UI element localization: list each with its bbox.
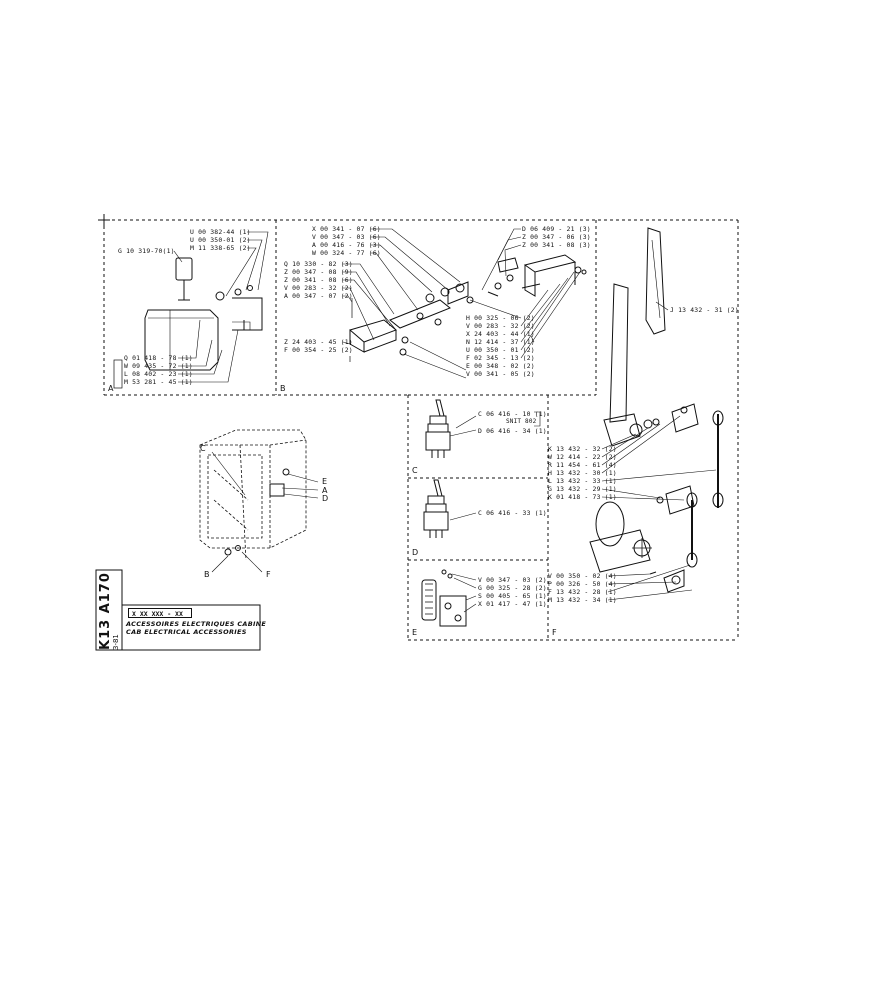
section-b-label: B [280, 384, 286, 393]
section-f-drawing [589, 227, 724, 601]
drawing-code: K13 A170 [98, 572, 113, 650]
part-number: K 13 432 - 32 (2) [548, 445, 617, 453]
section-e-parts: V 00 347 - 03 (2) G 00 325 - 28 (2) S 00… [478, 576, 547, 608]
part-number: U 00 382-44 (1) [190, 228, 251, 236]
section-a-drawing [113, 231, 269, 389]
part-number: W 12 414 - 22 (2) [548, 453, 617, 461]
reference-box: X XX XXX - XX [128, 608, 192, 618]
section-e-drawing [421, 569, 477, 627]
part-number: Z 00 347 - 08 (9) [284, 268, 353, 276]
section-b-left-bottom-parts: Z 24 403 - 45 (1) F 00 354 - 25 (2) [284, 338, 353, 354]
section-c-drawing [425, 399, 541, 458]
part-number: Z 24 403 - 45 (1) [284, 338, 353, 346]
part-number: S 00 405 - 65 (1) [478, 592, 547, 600]
part-number: H 00 325 - 06 (2) [466, 314, 535, 322]
section-a-label: A [108, 384, 114, 393]
part-number: K 01 418 - 73 (1) [548, 493, 617, 501]
section-b-left-parts: Q 10 330 - 82 (3) Z 00 347 - 08 (9) Z 00… [284, 260, 353, 300]
cab-callout-f: F [266, 570, 271, 579]
part-number: V 00 347 - 03 (6) [312, 233, 381, 241]
part-number: P 00 326 - 50 (4) [548, 580, 617, 588]
section-a-bottom-parts: Q 01 418 - 78 (1) W 09 435 - 72 (1) L 08… [124, 354, 193, 386]
caption-french: ACCESSOIRES ELECTRIQUES CABINE [126, 620, 267, 628]
part-number: M 53 281 - 45 (1) [124, 378, 193, 386]
section-d-drawing [423, 479, 477, 538]
part-number: R 11 454 - 61 (4) [548, 461, 617, 469]
part-number: G 10 319-70(1) [118, 247, 175, 255]
part-number: C 06 416 - 10 (1) [478, 410, 547, 418]
part-number: D 06 409 - 21 (3) [522, 225, 591, 233]
cab-callout-c: C [200, 444, 206, 453]
section-f-label: F [552, 628, 557, 637]
part-number: X 01 417 - 47 (1) [478, 600, 547, 608]
part-number: C 06 416 - 33 (1) [478, 509, 547, 517]
part-number: Z 00 341 - 08 (3) [522, 241, 591, 249]
part-number: U 00 350-01 (2) [190, 236, 251, 244]
section-b-right-top-parts: D 06 409 - 21 (3) Z 00 347 - 06 (3) Z 00… [522, 225, 591, 249]
part-number: G 00 325 - 28 (2) [478, 584, 547, 592]
part-number: N 12 414 - 37 (1) [466, 338, 535, 346]
part-number: V 00 341 - 05 (2) [466, 370, 535, 378]
part-number: Z 00 341 - 08 (6) [284, 276, 353, 284]
part-number: M 13 432 - 34 (1) [548, 596, 617, 604]
section-b-drawing [342, 228, 587, 379]
cab-overview-parts [211, 451, 319, 573]
part-number: X 24 403 - 44 (1) [466, 330, 535, 338]
drawing-date: 3-81 [112, 634, 120, 650]
part-number: V 00 350 - 02 (4) [548, 572, 617, 580]
snit-note: SNIT 802 [506, 418, 537, 425]
cab-overview-drawing [199, 429, 307, 561]
part-number: Q 10 330 - 82 (3) [284, 260, 353, 268]
part-number: U 00 350 - 01 (2) [466, 346, 535, 354]
part-number: W 00 324 - 77 (6) [312, 249, 381, 257]
section-f-bottom-parts: V 00 350 - 02 (4) P 00 326 - 50 (4) F 13… [548, 572, 617, 604]
part-number: W 09 435 - 72 (1) [124, 362, 193, 370]
section-b-right-parts: H 00 325 - 06 (2) V 00 283 - 32 (2) X 24… [466, 314, 535, 378]
part-number: D 06 416 - 34 (1) [478, 427, 547, 435]
part-number: H 13 432 - 30 (1) [548, 469, 617, 477]
part-number: F 00 354 - 25 (2) [284, 346, 353, 354]
part-number: V 00 283 - 32 (2) [466, 322, 535, 330]
part-number: J 13 432 - 31 (2) [670, 306, 739, 314]
section-d-label: D [412, 548, 419, 557]
section-e-label: E [412, 628, 418, 637]
part-number: L 08 402 - 23 (1) [124, 370, 193, 378]
part-number: E 00 348 - 02 (2) [466, 362, 535, 370]
part-number: V 00 283 - 32 (2) [284, 284, 353, 292]
part-number: A 00 347 - 07 (2) [284, 292, 353, 300]
part-number: X 00 341 - 07 (6) [312, 225, 381, 233]
part-number: F 02 345 - 13 (2) [466, 354, 535, 362]
cab-callout-d: D [322, 494, 329, 503]
section-f-mid-parts: K 13 432 - 32 (2) W 12 414 - 22 (2) R 11… [548, 445, 617, 501]
section-c-label: C [412, 466, 418, 475]
cab-callout-b: B [204, 570, 210, 579]
cab-callout-e: E [322, 477, 328, 486]
part-number: Z 00 347 - 06 (3) [522, 233, 591, 241]
section-b-top-parts: X 00 341 - 07 (6) V 00 347 - 03 (6) A 00… [312, 225, 381, 257]
part-number: F 13 432 - 28 (1) [548, 588, 617, 596]
part-number: A 00 416 - 76 (3) [312, 241, 381, 249]
section-a-top-parts: U 00 382-44 (1) U 00 350-01 (2) M 11 338… [190, 228, 251, 252]
part-number: L 13 432 - 33 (1) [548, 477, 617, 485]
part-number: G 13 432 - 29 (1) [548, 485, 617, 493]
part-number: Q 01 418 - 78 (1) [124, 354, 193, 362]
caption-english: CAB ELECTRICAL ACCESSORIES [126, 628, 247, 636]
part-number: M 11 338-65 (2) [190, 244, 251, 252]
cab-callout-a: A [322, 486, 328, 495]
part-number: V 00 347 - 03 (2) [478, 576, 547, 584]
